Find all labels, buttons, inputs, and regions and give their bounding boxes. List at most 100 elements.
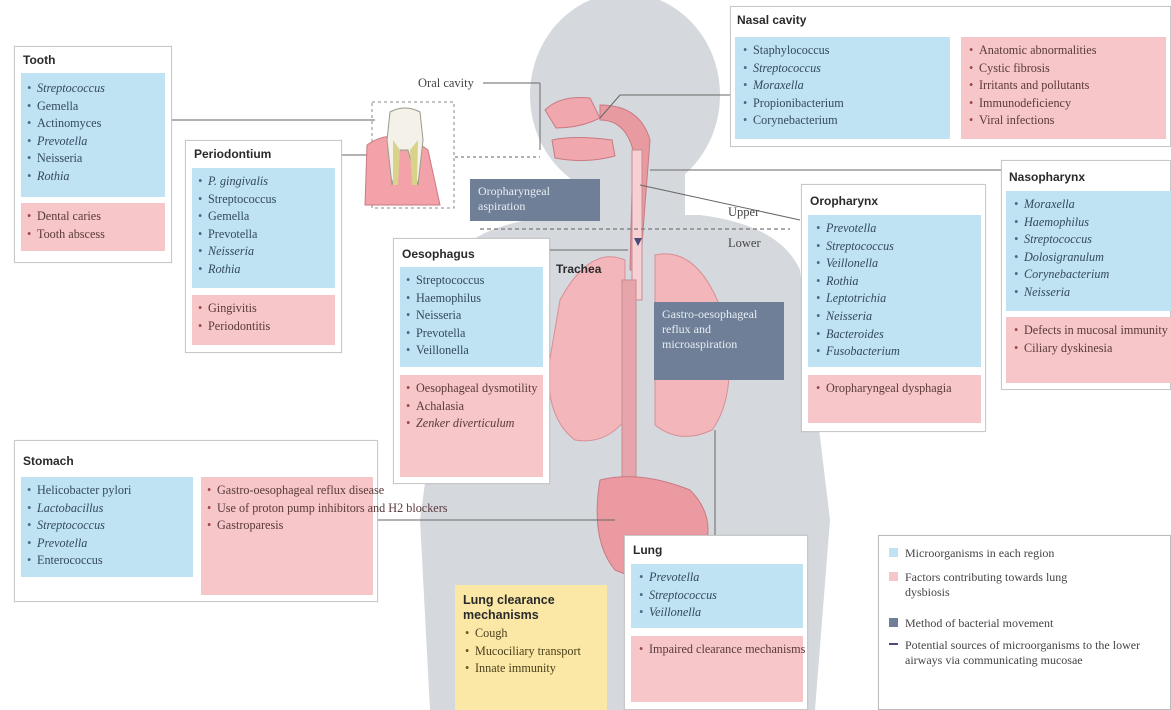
list-item: Helicobacter pylori: [25, 482, 189, 500]
legend-potential: Potential sources of microorganisms to t…: [889, 638, 1164, 668]
stomach-factors: Gastro-oesophageal reflux disease Use of…: [201, 477, 373, 595]
oropharynx-microbe-list: Prevotella Streptococcus Veillonella Rot…: [814, 220, 975, 361]
periodontium-panel: Periodontium P. gingivalis Streptococcus…: [185, 140, 342, 353]
periodontium-factor-list: Gingivitis Periodontitis: [196, 300, 331, 335]
list-item: Streptococcus: [637, 587, 797, 605]
legend-swatch-blue: [889, 548, 898, 557]
legend-method: Method of bacterial movement: [889, 616, 1053, 631]
list-item: Prevotella: [25, 133, 161, 151]
list-item: Rothia: [196, 261, 331, 279]
list-item: Innate immunity: [463, 660, 573, 678]
tooth-drawing: [365, 108, 440, 205]
list-item: Gastroparesis: [205, 517, 369, 535]
list-item: Tooth abscess: [25, 226, 161, 244]
list-item: Bacteroides: [814, 326, 975, 344]
list-item: Prevotella: [404, 325, 539, 343]
oesophagus-microbes: Streptococcus Haemophilus Neisseria Prev…: [400, 267, 543, 367]
list-item: Cystic fibrosis: [967, 60, 1160, 78]
list-item: Cough: [463, 625, 573, 643]
list-item: Impaired clearance mechanisms: [637, 641, 747, 659]
list-item: Neisseria: [196, 243, 331, 261]
oesophagus-title: Oesophagus: [402, 247, 475, 261]
stomach-microbe-list: Helicobacter pylori Lactobacillus Strept…: [25, 482, 189, 570]
list-item: Prevotella: [25, 535, 189, 553]
oropharynx-factors: Oropharyngeal dysphagia: [808, 375, 981, 423]
list-item: Prevotella: [637, 569, 797, 587]
oesophagus-microbe-list: Streptococcus Haemophilus Neisseria Prev…: [404, 272, 539, 360]
list-item: Gastro-oesophageal reflux disease: [205, 482, 369, 500]
periodontium-microbes: P. gingivalis Streptococcus Gemella Prev…: [192, 168, 335, 288]
list-item: Neisseria: [404, 307, 539, 325]
oropharynx-title: Oropharynx: [810, 194, 878, 208]
stomach-microbes: Helicobacter pylori Lactobacillus Strept…: [21, 477, 193, 577]
list-item: Corynebacterium: [741, 112, 944, 130]
legend-swatch-pink: [889, 572, 898, 581]
nasopharynx-factor-list: Defects in mucosal immunity Ciliary dysk…: [1012, 322, 1166, 357]
list-item: Moraxella: [1012, 196, 1166, 214]
list-item: Streptococcus: [814, 238, 975, 256]
periodontium-factors: Gingivitis Periodontitis: [192, 295, 335, 345]
list-item: Dental caries: [25, 208, 161, 226]
legend-microorganisms: Microorganisms in each region: [889, 546, 1054, 561]
lower-label: Lower: [728, 236, 761, 251]
list-item: Fusobacterium: [814, 343, 975, 361]
nasal-cavity-title: Nasal cavity: [737, 13, 806, 27]
tooth-microbe-list: Streptococcus Gemella Actinomyces Prevot…: [25, 80, 161, 186]
gastro-reflux-callout: Gastro-oesophageal reflux and microaspir…: [654, 302, 784, 380]
list-item: Corynebacterium: [1012, 266, 1166, 284]
tooth-panel: Tooth Streptococcus Gemella Actinomyces …: [14, 46, 172, 263]
oropharynx-panel: Oropharynx Prevotella Streptococcus Veil…: [801, 184, 986, 432]
list-item: Prevotella: [196, 226, 331, 244]
list-item: Lactobacillus: [25, 500, 189, 518]
lung-clearance-box: Lung clearance mechanisms Cough Mucocili…: [455, 585, 607, 710]
list-item: Streptococcus: [741, 60, 944, 78]
list-item: Gingivitis: [196, 300, 331, 318]
list-item: Veillonella: [637, 604, 797, 622]
oesophagus-panel: Oesophagus Streptococcus Haemophilus Nei…: [393, 238, 550, 484]
nasopharynx-title: Nasopharynx: [1009, 170, 1085, 184]
list-item: Neisseria: [814, 308, 975, 326]
upper-label: Upper: [728, 205, 759, 220]
stomach-factor-list: Gastro-oesophageal reflux disease Use of…: [205, 482, 369, 535]
list-item: Neisseria: [25, 150, 161, 168]
tooth-factors: Dental caries Tooth abscess: [21, 203, 165, 251]
nasopharynx-microbe-list: Moraxella Haemophilus Streptococcus Dolo…: [1012, 196, 1166, 302]
tooth-microbes: Streptococcus Gemella Actinomyces Prevot…: [21, 73, 165, 197]
list-item: Streptococcus: [196, 191, 331, 209]
tooth-title: Tooth: [23, 53, 55, 67]
tooth-factor-list: Dental caries Tooth abscess: [25, 208, 161, 243]
nasopharynx-factors: Defects in mucosal immunity Ciliary dysk…: [1006, 317, 1171, 383]
nasopharynx-microbes: Moraxella Haemophilus Streptococcus Dolo…: [1006, 191, 1171, 311]
list-item: Zenker diverticulum: [404, 415, 509, 433]
list-item: Gemella: [25, 98, 161, 116]
list-item: Periodontitis: [196, 318, 331, 336]
list-item: Streptococcus: [1012, 231, 1166, 249]
list-item: Immunodeficiency: [967, 95, 1160, 113]
list-item: Gemella: [196, 208, 331, 226]
lung-factor-list: Impaired clearance mechanisms: [637, 641, 747, 659]
list-item: P. gingivalis: [196, 173, 331, 191]
oropharyngeal-aspiration-callout: Oropharyngeal aspiration: [470, 179, 600, 221]
legend-swatch-gray: [889, 618, 898, 627]
oropharynx-microbes: Prevotella Streptococcus Veillonella Rot…: [808, 215, 981, 367]
trachea-label: Trachea: [556, 262, 601, 276]
lung-title: Lung: [633, 543, 662, 557]
list-item: Rothia: [814, 273, 975, 291]
list-item: Veillonella: [814, 255, 975, 273]
list-item: Defects in mucosal immunity: [1012, 322, 1166, 340]
list-item: Mucociliary transport: [463, 643, 573, 661]
list-item: Dolosigranulum: [1012, 249, 1166, 267]
nasal-cavity-microbe-list: Staphylococcus Streptococcus Moraxella P…: [741, 42, 944, 130]
lung-clearance-list: Cough Mucociliary transport Innate immun…: [463, 625, 573, 678]
list-item: Enterococcus: [25, 552, 189, 570]
legend-panel: Microorganisms in each region Factors co…: [878, 535, 1171, 710]
list-item: Leptotrichia: [814, 290, 975, 308]
list-item: Achalasia: [404, 398, 509, 416]
list-item: Prevotella: [814, 220, 975, 238]
stomach-panel: Stomach Helicobacter pylori Lactobacillu…: [14, 440, 378, 602]
nasal-cavity-factor-list: Anatomic abnormalities Cystic fibrosis I…: [967, 42, 1160, 130]
list-item: Staphylococcus: [741, 42, 944, 60]
nasopharynx-panel: Nasopharynx Moraxella Haemophilus Strept…: [1001, 160, 1171, 390]
stomach-title: Stomach: [23, 454, 74, 468]
list-item: Irritants and pollutants: [967, 77, 1160, 95]
